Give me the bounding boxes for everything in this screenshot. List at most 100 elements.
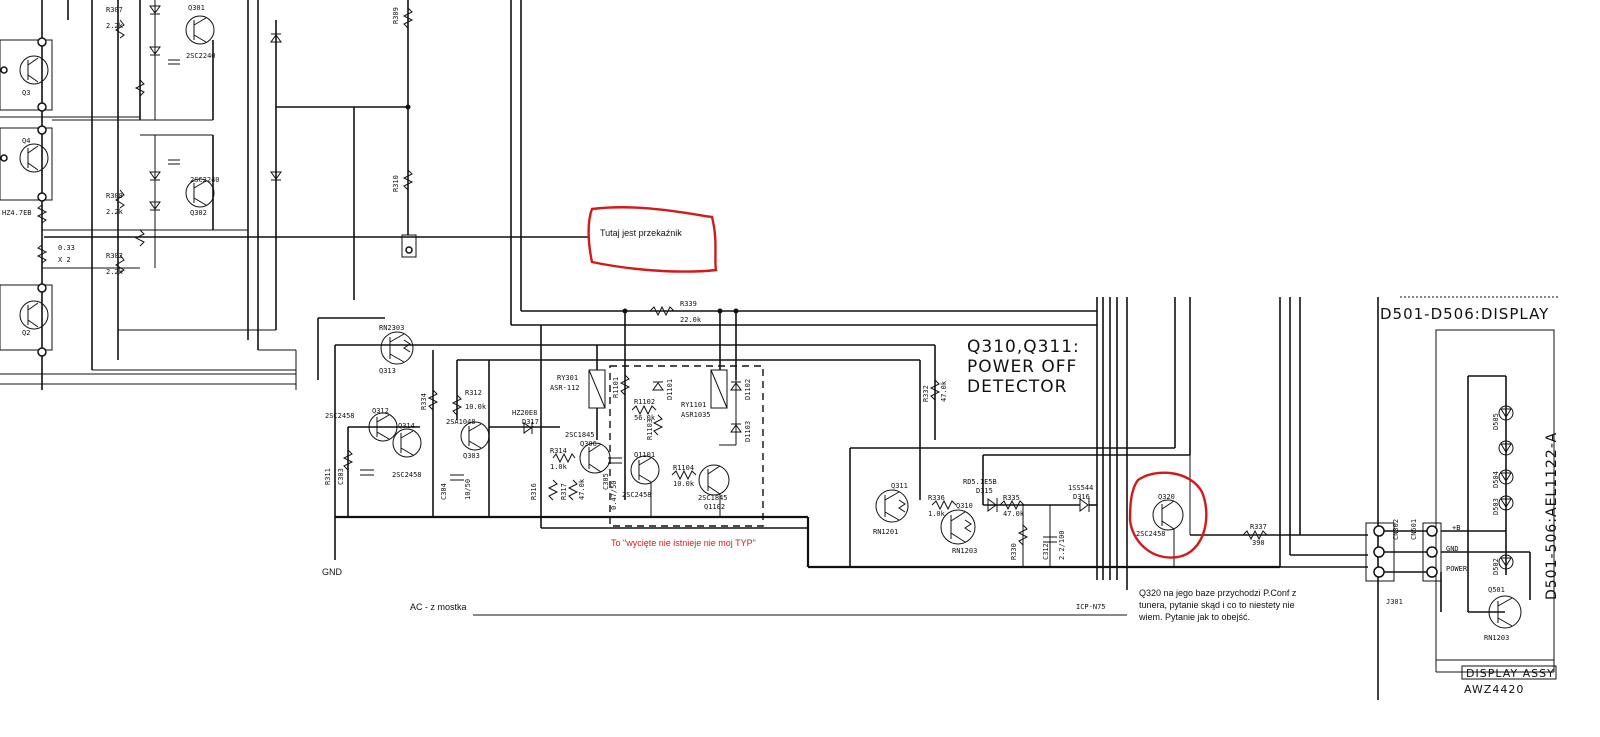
label-d1103: D1103 — [744, 421, 752, 442]
label-x2: X 2 — [58, 256, 71, 264]
label-r312: R312 — [465, 389, 482, 397]
label-q1102: Q1102 — [704, 503, 725, 511]
power-off-detector: Q310,Q311: POWER OFF DETECTOR R332 47.0k… — [473, 297, 1368, 616]
label-r339: R339 — [680, 300, 697, 308]
label-pin-b: +B — [1452, 524, 1460, 532]
note-q320-line3: wiem. Pytanie jak to obejść. — [1138, 612, 1250, 622]
label-cn501: CN501 — [1410, 519, 1418, 540]
label-q501: Q501 — [1488, 586, 1505, 594]
label-q501-type: RN1203 — [1484, 634, 1509, 642]
label-r317-value: 47.0k — [578, 478, 586, 500]
q320-highlight-circle — [1128, 471, 1208, 559]
label-d315: D315 — [976, 487, 993, 495]
protection-circuit: RN2303 Q313 2SC2458 Q312 Q314 2SC2458 R3… — [317, 300, 1280, 569]
title-power-off-1: Q310,Q311: — [967, 337, 1080, 357]
title-power-off-2: POWER OFF — [967, 357, 1077, 377]
label-d504: D504 — [1492, 471, 1500, 488]
label-c312: C312 — [1042, 543, 1050, 560]
label-q301: Q301 — [188, 4, 205, 12]
label-rn1203-a: RN1203 — [952, 547, 977, 555]
note-q320-line1: Q320 na jego baze przychodzi P.Conf z — [1139, 588, 1297, 598]
label-rn2303: RN2303 — [379, 324, 404, 332]
label-r1102-value: 56.0k — [634, 414, 656, 422]
label-r307: R307 — [106, 6, 123, 14]
label-r308-value: 2.2k — [106, 208, 124, 216]
label-ry301: RY301 — [557, 374, 578, 382]
label-q313: Q313 — [379, 367, 396, 375]
label-zener: HZ4.7EB — [2, 209, 32, 217]
label-2sc2458-a: 2SC2458 — [325, 412, 355, 420]
label-j301: J301 — [1386, 598, 1403, 606]
label-r317: R317 — [560, 483, 568, 500]
label-r330: R330 — [1010, 543, 1018, 560]
label-r311: R311 — [324, 468, 332, 485]
label-q312: Q312 — [372, 407, 389, 415]
red-annotations — [587, 206, 1208, 559]
label-q320: Q320 — [1158, 493, 1175, 501]
label-r335: R335 — [1003, 494, 1020, 502]
label-r307-value: 2.2k — [106, 22, 124, 30]
note-gnd: GND — [322, 567, 343, 577]
label-q3: Q3 — [22, 89, 30, 97]
label-q314: Q314 — [398, 422, 415, 430]
label-ry301-type: ASR-112 — [550, 384, 580, 392]
label-r1101: R1101 — [612, 377, 620, 398]
note-relay: Tutaj jest przekaźnik — [600, 228, 682, 238]
label-q310: Q310 — [956, 502, 973, 510]
title-display-part: AWZ4420 — [1464, 683, 1524, 696]
label-cn302: CN302 — [1392, 519, 1400, 540]
title-power-off-3: DETECTOR — [967, 377, 1067, 397]
label-r332: R332 — [922, 385, 930, 402]
label-r314-value: 1.0k — [550, 463, 568, 471]
label-r308: R308 — [106, 192, 123, 200]
label-2sa1048: 2SA1048 — [446, 418, 476, 426]
note-ac: AC - z mostka — [410, 602, 467, 612]
label-r1104-value: 10.0k — [673, 480, 695, 488]
label-d505: D505 — [1492, 413, 1500, 430]
label-r312-value: 10.0k — [465, 403, 487, 411]
label-r314: R314 — [550, 447, 567, 455]
label-q302: Q302 — [190, 209, 207, 217]
label-d1102: D1102 — [744, 379, 752, 400]
label-d503: D503 — [1492, 498, 1500, 515]
label-q2: Q2 — [22, 329, 30, 337]
left-output-stage: R307 2.2k 2SC2240 Q301 R308 2.2k 2SC2240… — [0, 0, 297, 390]
label-d317: D317 — [522, 418, 539, 426]
led-group — [1498, 405, 1514, 570]
label-ry1101: RY1101 — [681, 401, 706, 409]
title-display-header: D501-D506:DISPLAY — [1380, 305, 1549, 323]
display-assembly: D501-D506:DISPLAY D501-506:AEL1122-A CN3… — [1365, 296, 1560, 700]
label-c304: C304 — [440, 483, 448, 500]
label-d315-type: RD5.1E5B — [963, 478, 997, 486]
label-q302-type: 2SC2240 — [190, 176, 220, 184]
relay-highlight-outline — [587, 206, 718, 273]
label-r1104: R1104 — [673, 464, 694, 472]
label-q4: Q4 — [22, 137, 30, 145]
label-r337-value: 390 — [1252, 539, 1265, 547]
label-q320-type: 2SC2458 — [1136, 530, 1166, 538]
label-d1101: D1101 — [666, 379, 674, 400]
label-r336: R336 — [928, 494, 945, 502]
label-q306: Q306 — [580, 440, 597, 448]
label-r336-value: 1.0k — [928, 510, 946, 518]
label-r335-value: 47.0k — [1003, 510, 1025, 518]
label-pin-power: POWER — [1446, 565, 1468, 573]
label-q311: Q311 — [891, 482, 908, 490]
label-r301-value: 0.33 — [58, 244, 75, 252]
label-2sc1845-b: 2SC1845 — [698, 494, 728, 502]
label-c312-value: 2.2/100 — [1058, 530, 1066, 560]
label-d502: D502 — [1492, 558, 1500, 575]
label-r332-value: 47.0k — [940, 380, 948, 402]
label-q1101: Q1101 — [634, 451, 655, 459]
label-r334: R334 — [420, 393, 428, 410]
label-2sc2458-b: 2SC2458 — [392, 471, 422, 479]
label-r309: R309 — [392, 7, 400, 24]
label-2sc1845-a: 2SC1845 — [565, 431, 595, 439]
label-c303: C303 — [337, 468, 345, 485]
label-r316: R316 — [530, 483, 538, 500]
note-cut: To "wycięte nie istnieje nie moj TYP" — [611, 538, 756, 548]
label-q303: Q303 — [463, 452, 480, 460]
label-d316: D316 — [1073, 493, 1090, 501]
label-pin-gnd: GND — [1446, 545, 1459, 553]
